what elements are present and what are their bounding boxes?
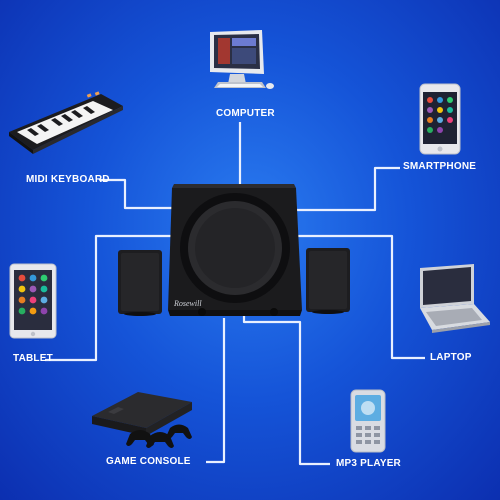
line-tablet (45, 234, 176, 362)
line-smartphone (296, 166, 400, 212)
smartphone-icon (419, 83, 461, 155)
brand-logo: Rosewill (173, 299, 202, 308)
midi-keyboard-icon (9, 91, 123, 154)
label-game-console: GAME CONSOLE (106, 456, 191, 467)
game-console-icon (92, 392, 192, 448)
label-mp3-player: MP3 PLAYER (336, 458, 401, 469)
label-computer: COMPUTER (216, 108, 275, 119)
label-tablet: TABLET (13, 353, 53, 364)
line-laptop (294, 234, 425, 360)
speaker-system: Rosewill (118, 184, 350, 316)
label-midi-keyboard: MIDI KEYBOARD (26, 174, 110, 185)
laptop-icon (420, 264, 490, 333)
label-laptop: LAPTOP (430, 352, 472, 363)
line-mp3 (242, 314, 330, 466)
knob-left (198, 308, 206, 316)
label-smartphone: SMARTPHONE (403, 161, 477, 172)
line-midi (100, 178, 175, 210)
knob-right (270, 308, 278, 316)
mp3-player-icon (350, 389, 386, 453)
tablet-icon (9, 263, 57, 339)
line-game (206, 318, 226, 464)
computer-icon (210, 30, 274, 89)
